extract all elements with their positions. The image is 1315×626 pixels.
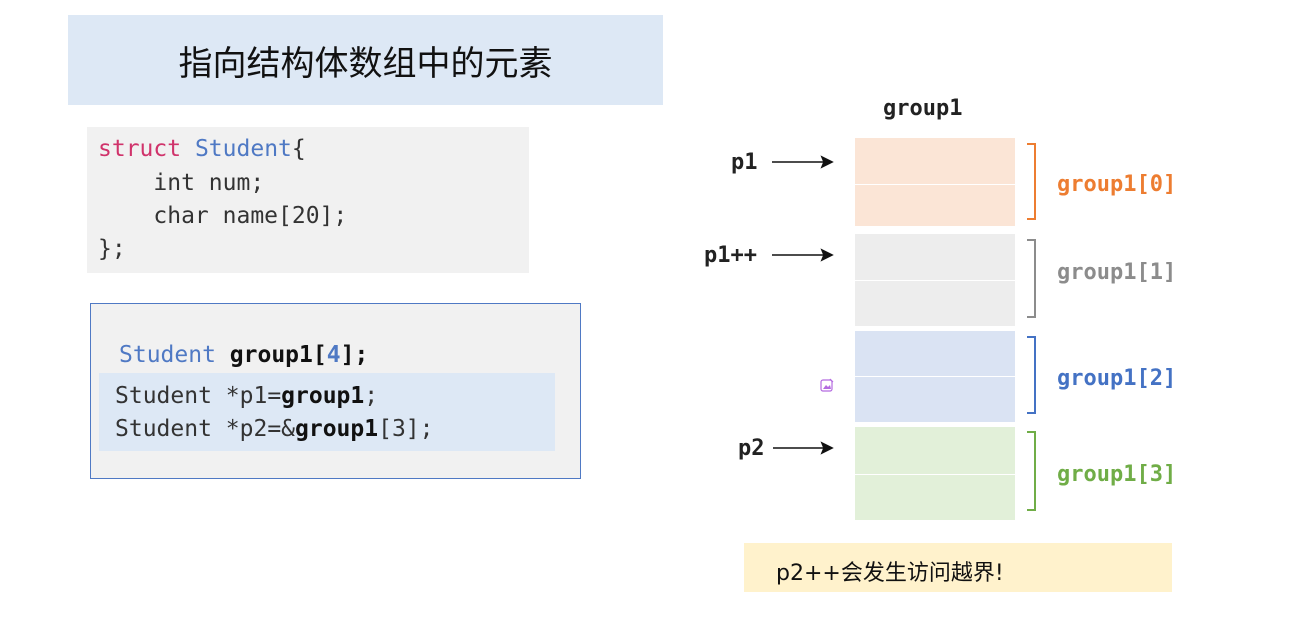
p1-declaration: Student *p1=group1; [115, 383, 379, 409]
title-banner: 指向结构体数组中的元素 [68, 15, 663, 105]
close-brace: }; [98, 236, 126, 262]
element-0-top [855, 138, 1015, 184]
image-edit-icon [820, 378, 834, 392]
pointer-p1pp-label: p1++ [704, 243, 757, 268]
element-1-top [855, 234, 1015, 280]
array-label: group1 [883, 96, 963, 121]
element-2-top [855, 331, 1015, 376]
bracket-3 [1027, 431, 1036, 511]
element-1-bottom [855, 280, 1015, 326]
decl-array-name: group1[ [229, 342, 327, 368]
type-student: Student [194, 136, 292, 162]
array-declaration: Student group1[4]; [119, 344, 368, 367]
warning-note: p2++会发生访问越界! [744, 543, 1172, 592]
pointer-p1-label: p1 [731, 150, 758, 175]
code-line-4: }; [98, 238, 126, 261]
warning-note-text: p2++会发生访问越界! [776, 561, 1004, 586]
code-line-2: int num; [98, 172, 264, 195]
field-num: int num; [153, 170, 265, 196]
keyword-struct: struct [98, 136, 182, 162]
element-2-bottom [855, 376, 1015, 422]
element-3-bottom [855, 474, 1015, 520]
p2-declaration: Student *p2=&group1[3]; [115, 416, 434, 442]
element-label-0: group1[0] [1057, 172, 1177, 197]
code-line-1: struct Student{ [98, 138, 306, 161]
element-3-top [855, 427, 1015, 474]
bracket-0 [1027, 143, 1036, 220]
element-label-3: group1[3] [1057, 462, 1177, 487]
open-brace: { [291, 136, 306, 162]
code-line-3: char name[20]; [98, 205, 347, 228]
pointer-declarations-highlight [99, 373, 555, 451]
decl-type: Student [119, 342, 216, 368]
decl-array-size: 4 [326, 342, 341, 368]
element-label-2: group1[2] [1057, 366, 1177, 391]
struct-code-block: struct Student{ int num; char name[20]; … [87, 127, 529, 273]
element-label-1: group1[1] [1057, 260, 1177, 285]
page-title: 指向结构体数组中的元素 [178, 43, 553, 84]
bracket-1 [1027, 239, 1036, 318]
element-0-bottom [855, 184, 1015, 226]
decl-array-close: ]; [340, 342, 369, 368]
field-name: char name[20]; [153, 203, 348, 229]
declaration-code-block: Student group1[4]; Student *p1=group1; S… [90, 303, 581, 479]
bracket-2 [1027, 336, 1036, 414]
pointer-p2-label: p2 [738, 436, 765, 461]
